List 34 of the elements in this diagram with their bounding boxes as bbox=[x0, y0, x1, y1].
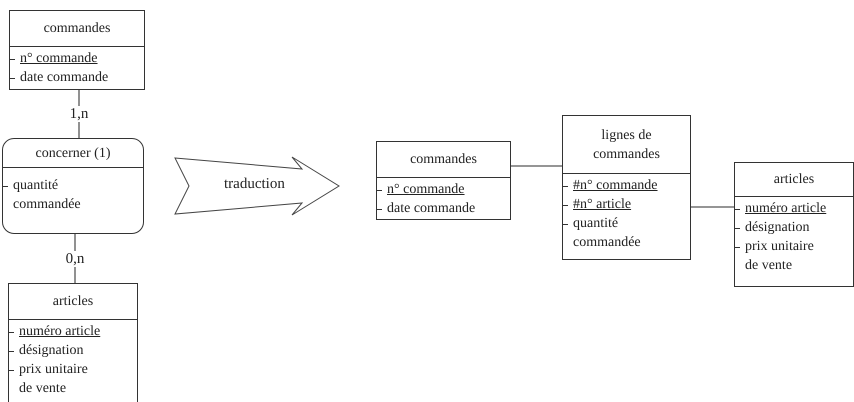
attribute-text: prix unitaire de vente bbox=[745, 238, 815, 275]
attribute-text: numéro article bbox=[745, 200, 826, 218]
entity-box bbox=[562, 115, 691, 260]
attribute-text: quantité commandée bbox=[573, 215, 642, 252]
attribute-text: numéro article bbox=[19, 323, 100, 341]
association-name: concerner (1) bbox=[35, 144, 110, 162]
association-box bbox=[2, 138, 144, 234]
entity-box bbox=[376, 141, 511, 220]
attribute-text: désignation bbox=[19, 342, 84, 360]
attribute-text: date commande bbox=[387, 201, 476, 216]
attribute-text: date commande bbox=[20, 70, 108, 85]
attribute-text: quantité commandée bbox=[13, 177, 82, 214]
connector-line bbox=[691, 206, 734, 208]
entity-name: articles bbox=[52, 293, 94, 311]
entity-name: articles bbox=[774, 171, 814, 189]
entity-name: commandes bbox=[410, 151, 477, 169]
connector-line bbox=[511, 165, 562, 167]
cardinality-label: 1,n bbox=[68, 106, 90, 122]
connector-line bbox=[78, 90, 80, 138]
block-arrow bbox=[174, 156, 340, 216]
arrow-label: traduction bbox=[224, 176, 285, 193]
cardinality-label: 0,n bbox=[64, 250, 86, 266]
entity-box bbox=[9, 10, 145, 90]
attribute-text: #n° article bbox=[573, 196, 632, 214]
attribute-text: prix unitaire de vente bbox=[19, 361, 89, 398]
attribute-text: désignation bbox=[745, 219, 810, 237]
attribute-text: n° commande bbox=[20, 51, 98, 66]
entity-name: lignes de commandes bbox=[592, 126, 661, 164]
entity-box bbox=[734, 162, 854, 287]
connector-line bbox=[74, 234, 76, 283]
attribute-text: #n° commande bbox=[573, 177, 658, 195]
entity-name: commandes bbox=[44, 20, 110, 38]
attribute-text: n° commande bbox=[387, 182, 465, 197]
entity-box bbox=[8, 283, 138, 402]
